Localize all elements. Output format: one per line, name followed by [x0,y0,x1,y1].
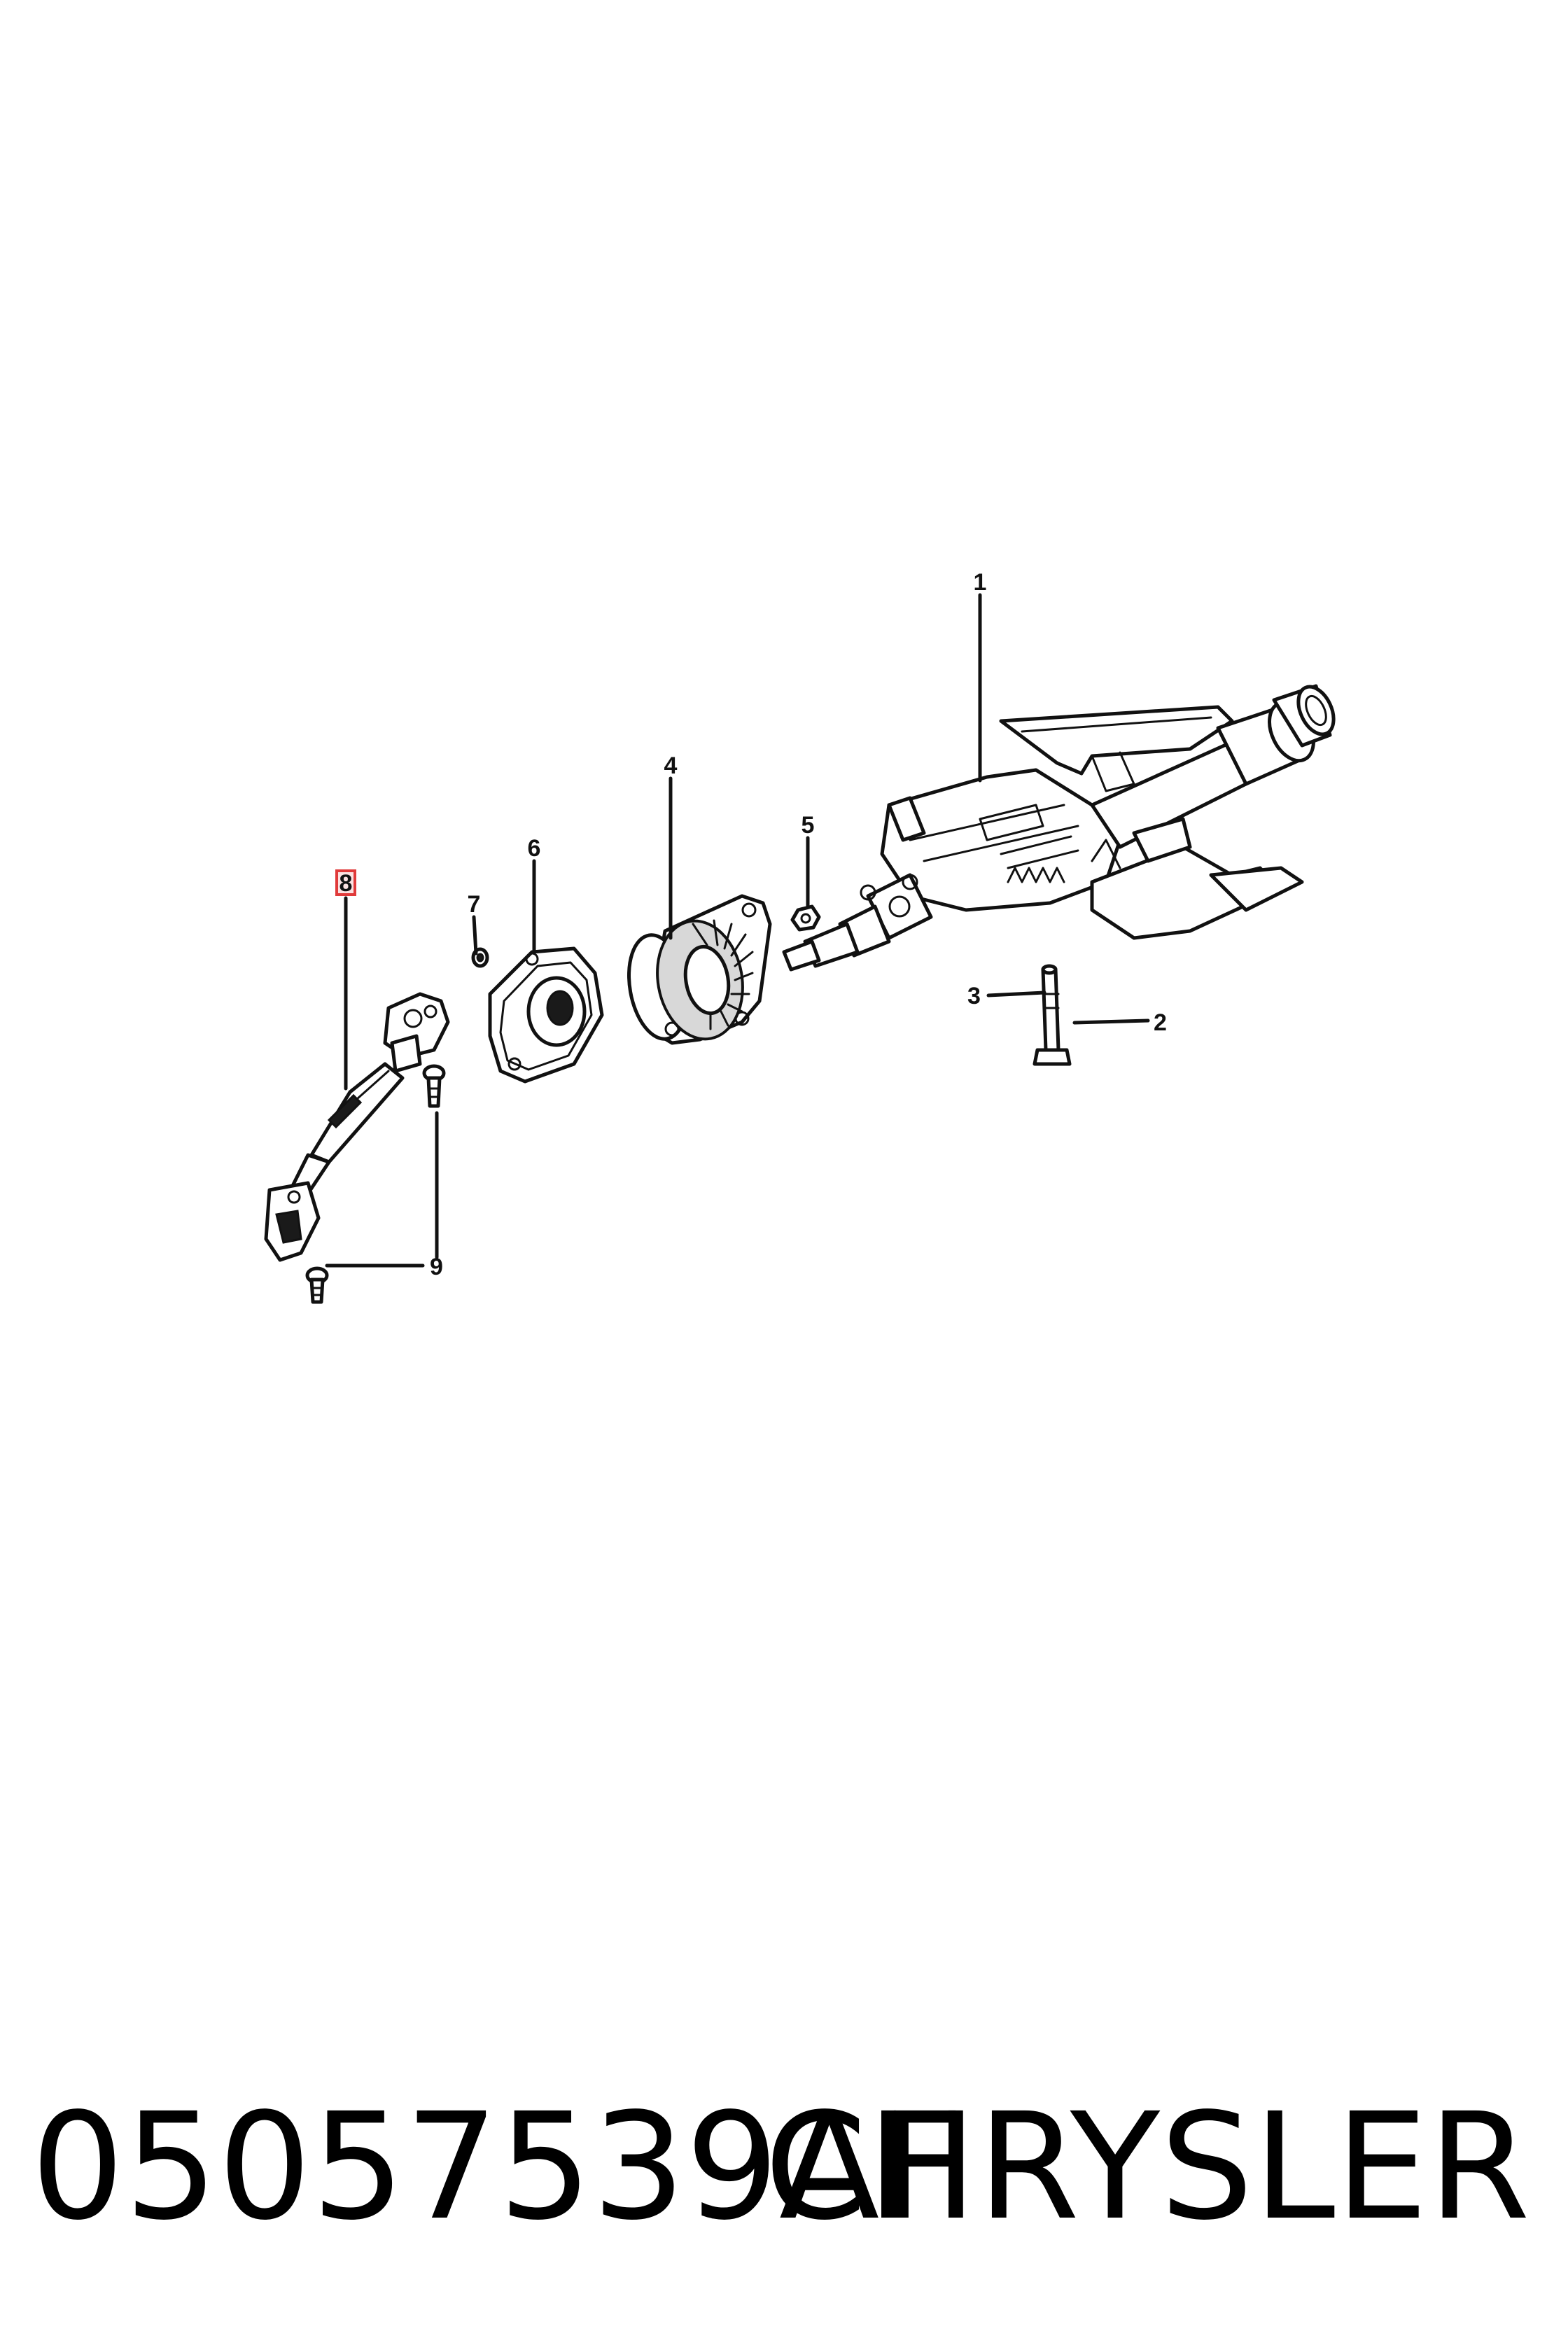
svg-text:8: 8 [340,870,353,897]
nut-5 [790,904,821,932]
callout-7: 7 [468,891,481,918]
callout-9: 9 [430,1254,443,1280]
pinch-bolt-upper [422,1064,446,1108]
svg-text:2: 2 [1154,1009,1167,1036]
nut-7 [471,947,489,968]
callout-5: 5 [802,812,815,839]
svg-text:5: 5 [802,812,815,839]
callout-3: 3 [967,983,981,1009]
callout-8: 8 [335,869,356,897]
steering-column-assembly [782,684,1336,972]
svg-text:4: 4 [664,752,678,779]
svg-text:6: 6 [528,835,541,862]
intermediate-shaft [264,992,450,1262]
dash-seal-plate [488,946,604,1084]
pinch-bolt-lower [305,1266,329,1304]
brand-name: CHRYSLER [764,2081,1530,2253]
callout-4: 4 [664,752,678,779]
svg-text:7: 7 [468,891,481,918]
footer: 05057539AF CHRYSLER [31,2081,1530,2253]
callout-8-highlight [335,869,356,896]
svg-text:1: 1 [974,569,987,596]
leader-lines [325,593,1150,1268]
svg-text:9: 9 [430,1254,443,1280]
callout-1: 1 [974,569,987,596]
svg-text:3: 3 [967,983,981,1009]
part-number: 05057539AF [31,2081,964,2253]
callout-2: 2 [1154,1009,1167,1036]
callout-6: 6 [528,835,541,862]
column-bolt [1032,964,1072,1066]
column-boot-seal [627,894,772,1045]
